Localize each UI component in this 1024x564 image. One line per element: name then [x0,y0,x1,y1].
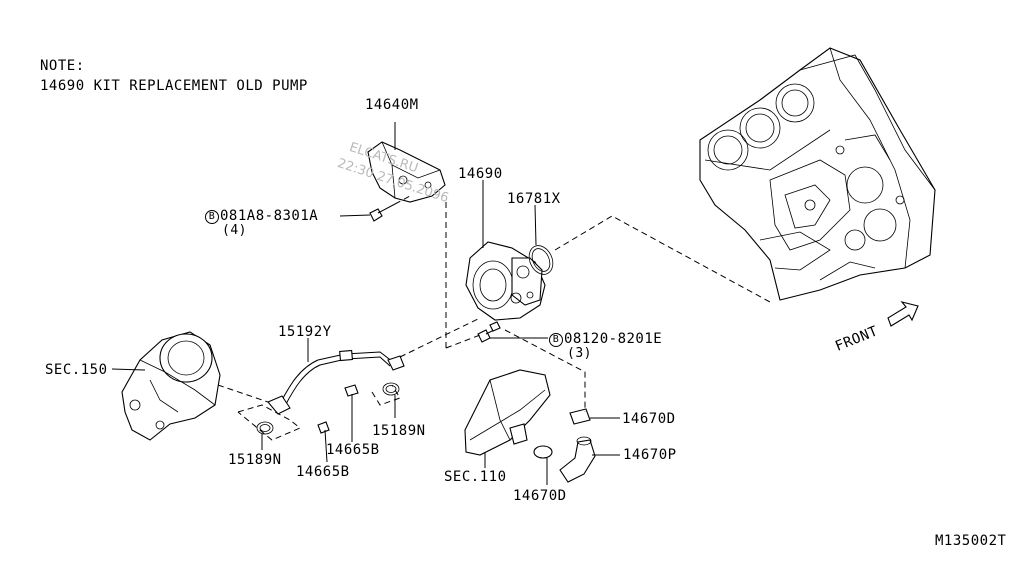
label-bolt-upper-qty: (4) [222,223,247,238]
oil-pump-assembly-illustration [111,331,221,441]
vacuum-tube-illustration [267,338,405,415]
bolt-symbol-icon: B [549,333,563,347]
gasket-illustration [528,204,554,275]
dashed-leaders [217,200,771,441]
label-sec150[interactable]: SEC.150 [45,362,108,378]
label-bolt-left[interactable]: 14665B [296,464,350,480]
clip-upper-illustration [569,408,620,425]
clip-lower-illustration [533,445,553,485]
engine-block-illustration [699,47,936,301]
clamp-right-illustration [382,382,400,418]
bolt-upper-illustration [339,195,411,222]
label-bolt-pump-qty: (3) [567,346,592,361]
label-clamp-right[interactable]: 15189N [372,423,426,439]
label-pump[interactable]: 14690 [458,166,503,182]
label-bracket[interactable]: 14640M [365,97,419,113]
label-bolt-right[interactable]: 14665B [326,442,380,458]
bolt-pump-code: 08120-8201E [564,331,663,347]
bracket-illustration [367,122,446,203]
hose-illustration [559,436,620,483]
diagram-code: M135002T [935,533,1007,549]
bolt-symbol-icon: B [205,210,219,224]
label-sec110[interactable]: SEC.110 [444,469,507,485]
note-heading: NOTE: [40,58,85,74]
oil-pan-section-illustration [464,369,551,468]
label-clamp-left[interactable]: 15189N [228,452,282,468]
front-arrow-icon [887,301,919,327]
bolt-upper-code: 081A8-8301A [220,208,319,224]
label-tube[interactable]: 15192Y [278,324,332,340]
label-gasket[interactable]: 16781X [507,191,561,207]
label-clip-lower[interactable]: 14670D [513,488,567,504]
bolt-right-illustration [344,384,359,442]
label-hose[interactable]: 14670P [623,447,677,463]
clamp-left-illustration [256,421,274,450]
label-clip-upper[interactable]: 14670D [622,411,676,427]
note-line: 14690 KIT REPLACEMENT OLD PUMP [40,78,308,94]
bolt-pump-illustration [477,321,548,343]
bolt-left-illustration [317,421,330,463]
